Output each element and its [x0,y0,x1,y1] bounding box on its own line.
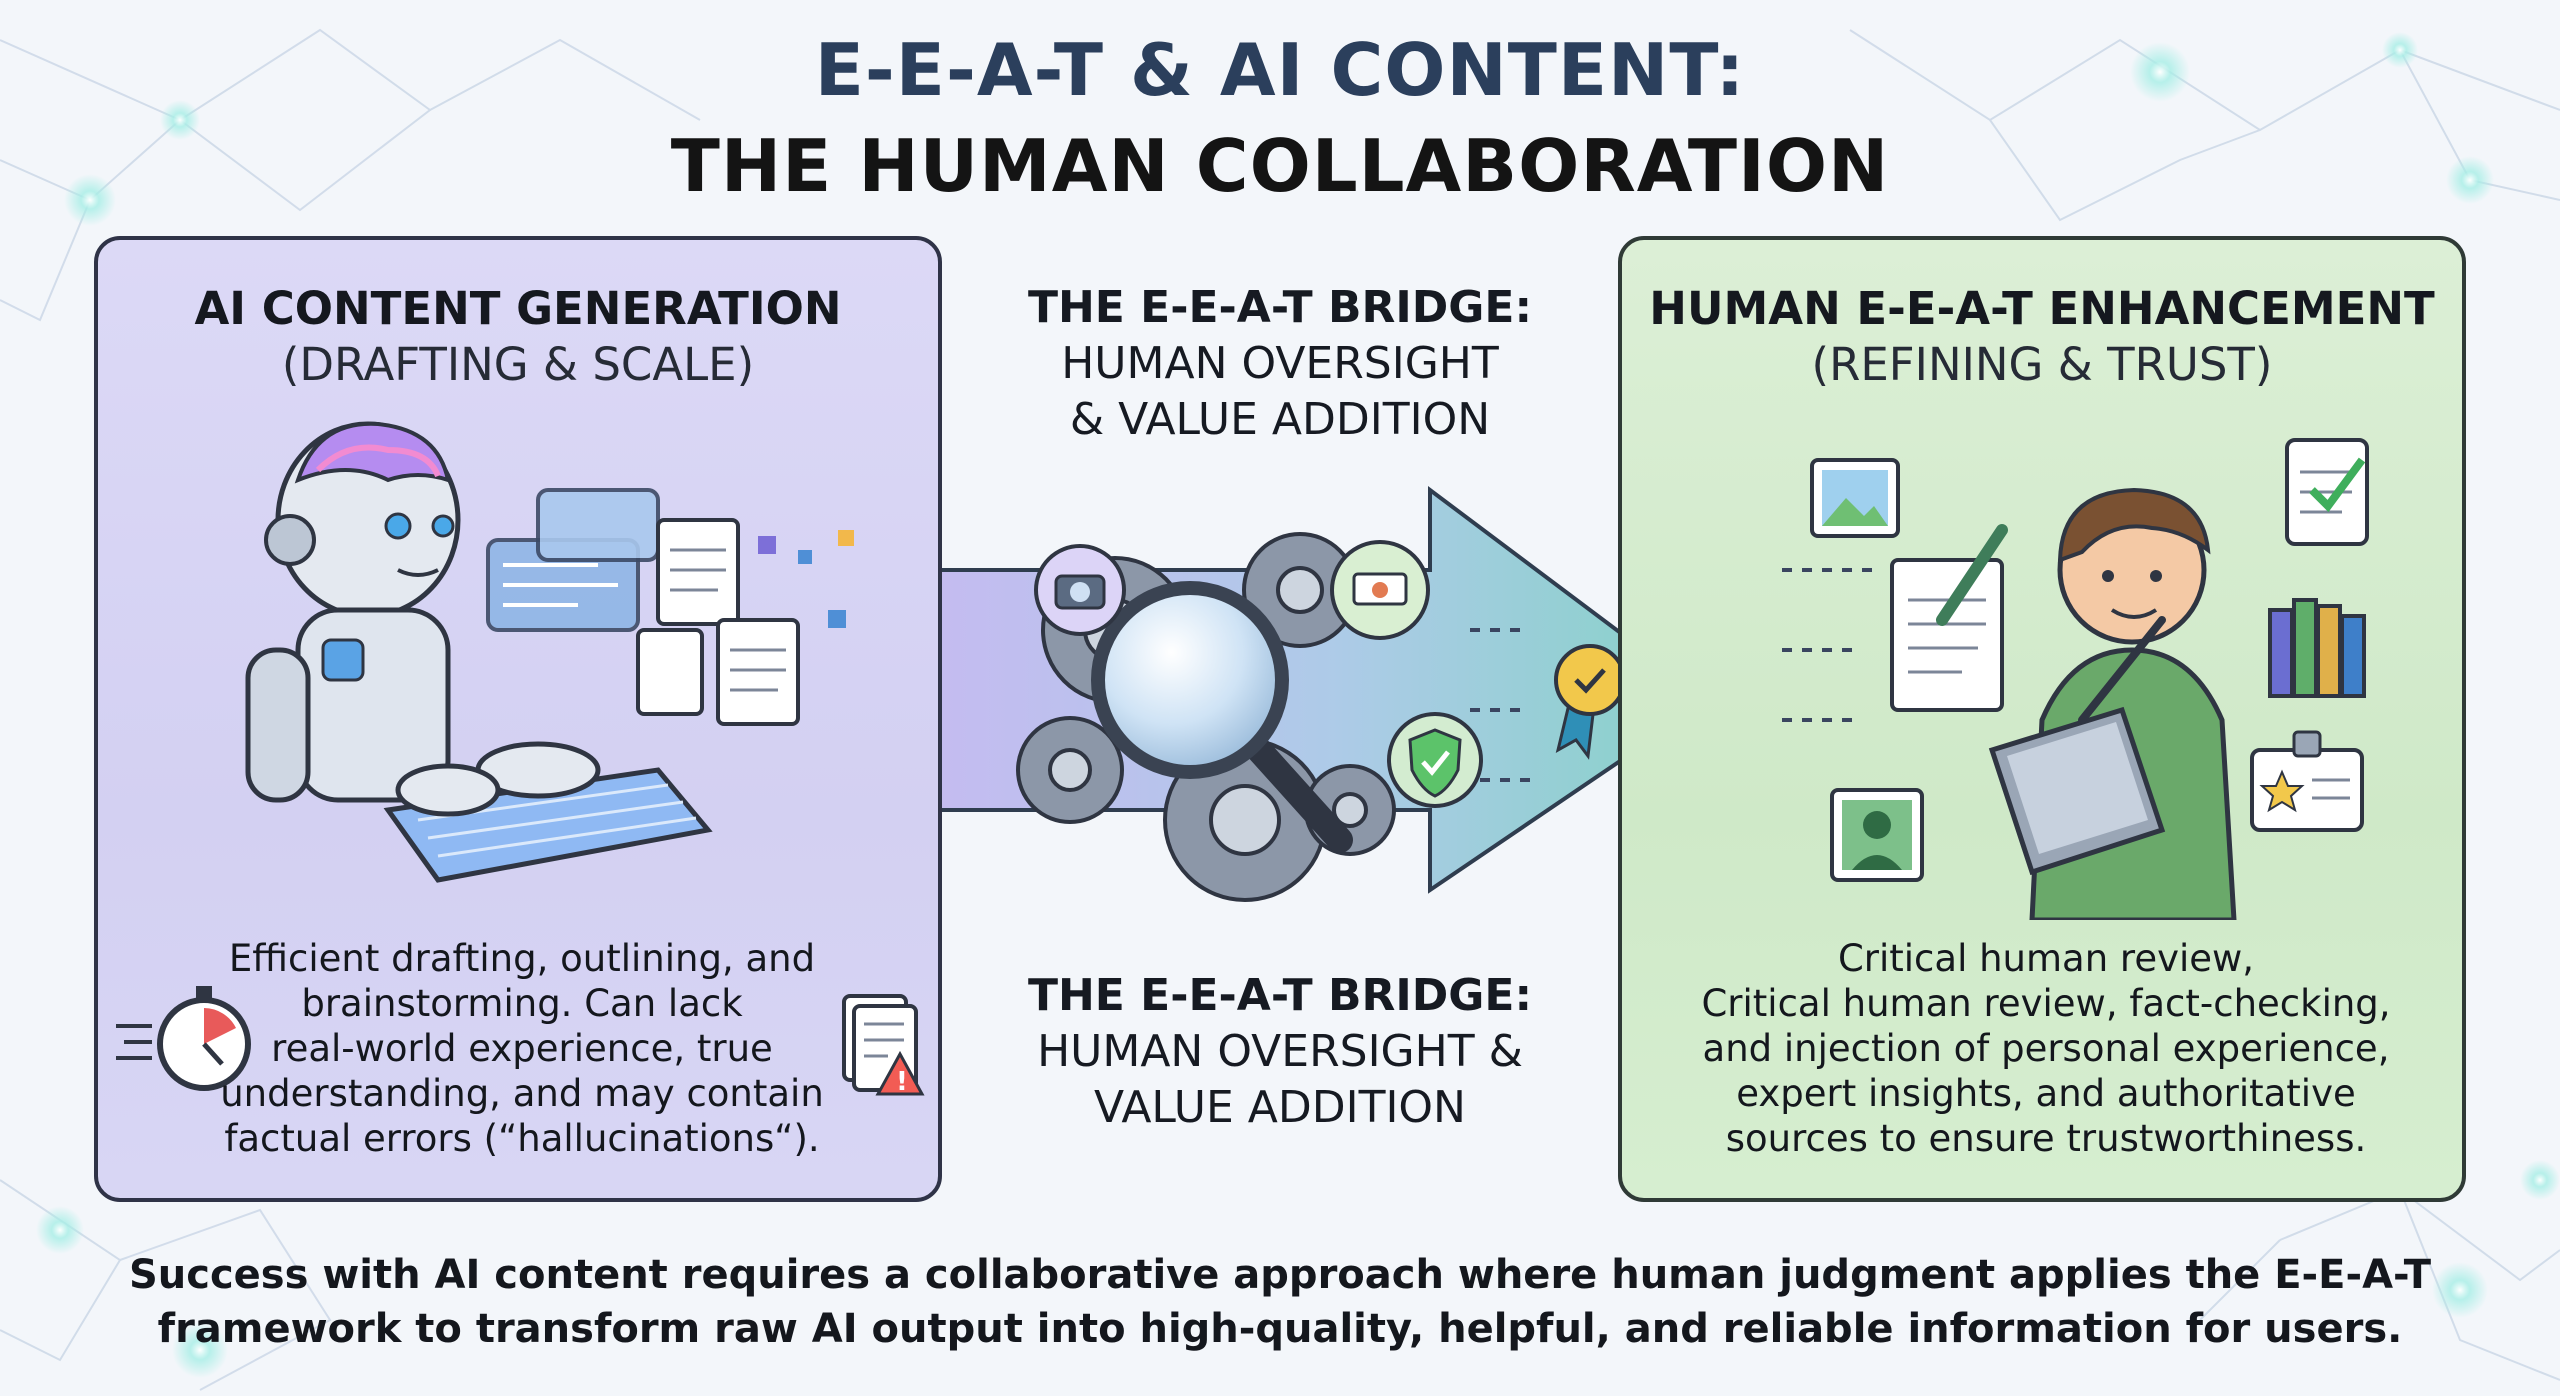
screen-icon [486,488,660,632]
robot-illustration [245,421,854,883]
bridge-top-heading: THE E-E-A-T BRIDGE: [1027,282,1533,333]
footer-summary: Success with AI content requires a colla… [0,1248,2560,1356]
document-icon [636,518,800,726]
ai-panel-description-line: factual errors (“hallucinations“). [224,1117,820,1160]
bridge-bottom-heading: THE E-E-A-T BRIDGE: [1027,970,1533,1021]
bridge-label-top: THE E-E-A-T BRIDGE: HUMAN OVERSIGHT & VA… [960,280,1600,448]
title-line-1: E-E-A-T & AI CONTENT: [814,28,1746,112]
bridge-top-line-2: HUMAN OVERSIGHT [1061,338,1499,389]
edited-document-icon [1890,524,2008,712]
human-panel-subheading: (REFINING & TRUST) [1811,338,2273,391]
checklist-icon [2285,438,2369,546]
profile-photo-icon [1830,788,1924,882]
keyboard-icon [383,741,713,883]
robot-head [264,421,461,619]
svg-text:!: ! [896,1067,908,1097]
footer-line-1: Success with AI content requires a colla… [128,1252,2432,1298]
human-eeat-enhancement-panel: HUMAN E-E-A-T ENHANCEMENT (REFINING & TR… [1618,236,2466,1202]
human-panel-description: Critical human review, Critical human re… [1662,936,2430,1161]
bridge-bottom-line-2: HUMAN OVERSIGHT & [1037,1026,1523,1077]
human-panel-description-line: Critical human review, fact-checking, [1701,982,2391,1025]
bridge-bottom-line-3: VALUE ADDITION [1094,1082,1466,1133]
data-blocks [758,530,854,628]
human-reviewer-illustration [1782,438,2369,920]
warning-document-icon: ! [842,994,925,1097]
robot-body [245,607,451,803]
human-panel-description-line: sources to ensure trustworthiness. [1725,1117,2367,1160]
image-icon [1810,458,1900,538]
ai-panel-description-line: Efficient drafting, outlining, and [228,937,816,980]
ai-panel-description-line: real-world experience, true [271,1027,773,1070]
ai-panel-description-line: understanding, and may contain [220,1072,824,1115]
bridge-top-line-3: & VALUE ADDITION [1069,394,1491,445]
ai-panel-heading: AI CONTENT GENERATION [194,282,842,335]
stopwatch-icon [116,986,251,1091]
bridge-label-bottom: THE E-E-A-T BRIDGE: HUMAN OVERSIGHT & VA… [960,968,1600,1136]
human-panel-description-line: Critical human review, [1837,937,2255,980]
title-line-2: THE HUMAN COLLABORATION [670,124,1890,208]
magnifying-glass-icon [1091,581,1353,853]
bridge-arrow-illustration [870,486,1714,902]
human-panel-heading: HUMAN E-E-A-T ENHANCEMENT [1649,282,2435,335]
credential-badge-icon [2250,730,2364,832]
ai-panel-description: Efficient drafting, outlining, and brain… [218,936,826,1161]
camera-icon [1034,544,1126,636]
certificate-icon [1330,540,1430,640]
tablet-icon [1988,616,2166,876]
ai-panel-description-line: brainstorming. Can lack [301,982,743,1025]
shield-icon [1387,712,1483,808]
human-panel-description-line: expert insights, and authoritative [1736,1072,2356,1115]
human-panel-description-line: and injection of personal experience, [1702,1027,2390,1070]
footer-line-2: framework to transform raw AI output int… [157,1306,2403,1352]
ai-content-generation-panel: AI CONTENT GENERATION (DRAFTING & SCALE) [94,236,942,1202]
ai-panel-subheading: (DRAFTING & SCALE) [281,338,755,391]
books-icon [2268,598,2366,698]
